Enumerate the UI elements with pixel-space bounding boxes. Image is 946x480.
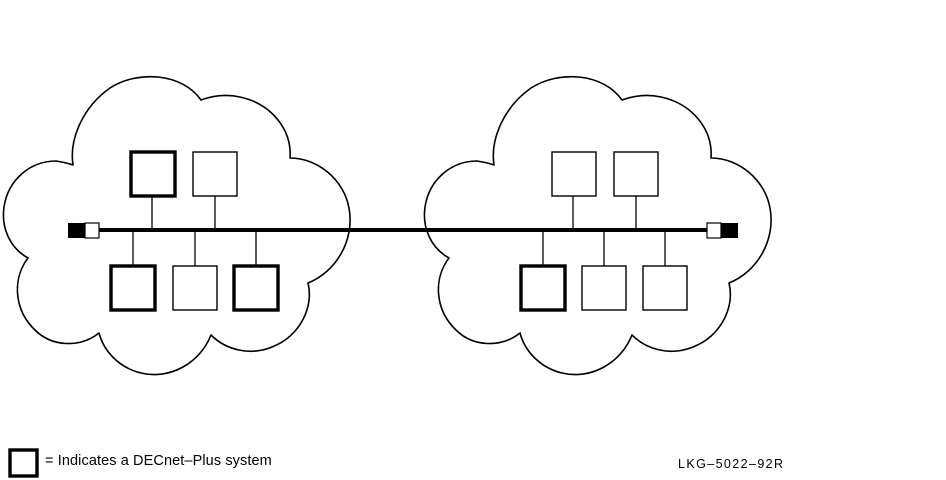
right-node-top-right	[613, 151, 659, 197]
left-node-top-left	[129, 150, 177, 198]
left-node-bottom-left	[109, 264, 157, 312]
right-node-bottom-right	[642, 265, 688, 311]
legend-key-square-icon	[8, 448, 39, 478]
left-cloud-outline	[2, 75, 351, 376]
left-terminator-white-square	[84, 222, 100, 239]
left-bus-terminator	[68, 222, 100, 239]
right-bus-terminator	[706, 222, 738, 239]
right-node-bottom-center	[581, 265, 627, 311]
left-node-top-right	[192, 151, 238, 197]
left-node-bottom-center	[172, 265, 218, 311]
right-node-bottom-left	[519, 264, 567, 312]
legend: = Indicates a DECnet–Plus system	[8, 448, 272, 478]
left-network-cloud	[2, 75, 351, 376]
left-terminator-black-block	[68, 223, 85, 238]
left-node-bottom-right	[232, 264, 280, 312]
legend-label: = Indicates a DECnet–Plus system	[45, 453, 272, 469]
figure-id-label: LKG–5022–92R	[678, 457, 784, 471]
right-terminator-white-square	[706, 222, 722, 239]
right-node-top-left	[551, 151, 597, 197]
right-terminator-black-block	[721, 223, 738, 238]
right-network-cloud	[423, 75, 772, 376]
